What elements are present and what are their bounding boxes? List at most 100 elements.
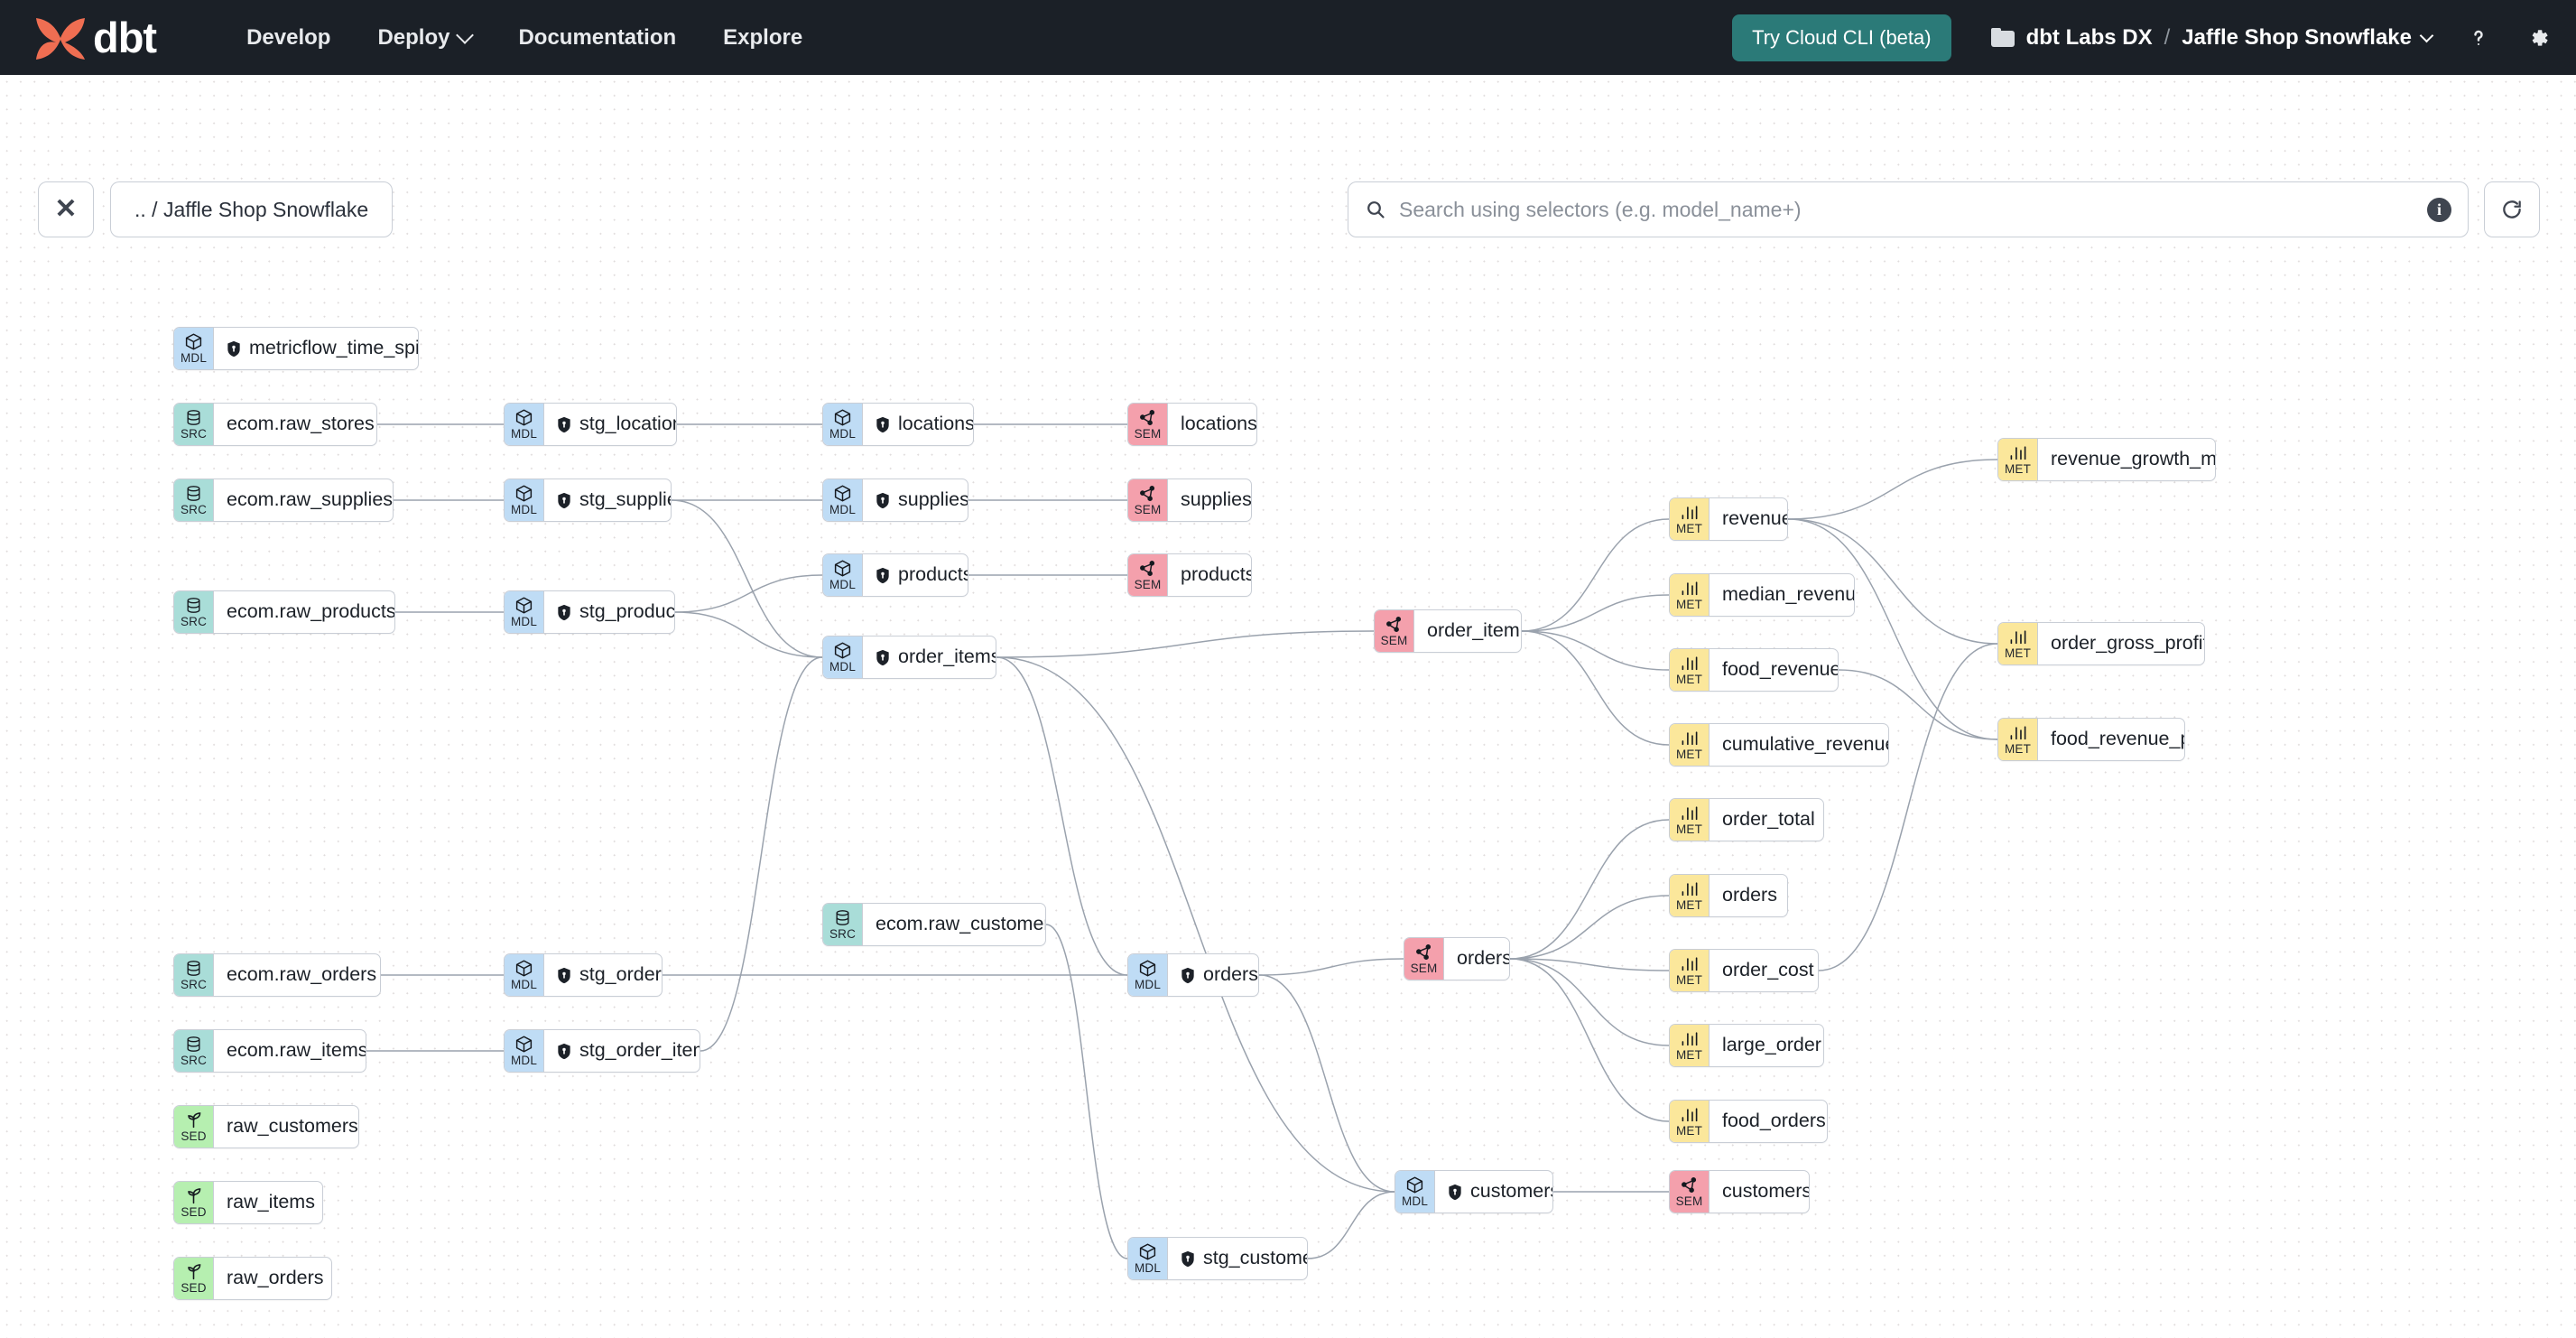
search-input[interactable]: Search using selectors (e.g. model_name+… (1399, 197, 1802, 221)
node-type-badge-mdl: MDL (1128, 1238, 1168, 1279)
node-body: cumulative_revenue (1710, 724, 1888, 766)
breadcrumb-path-pill[interactable]: .. / Jaffle Shop Snowflake (110, 181, 394, 237)
help-icon[interactable] (2466, 25, 2491, 51)
search-box[interactable]: Search using selectors (e.g. model_name+… (1348, 181, 2469, 237)
refresh-button[interactable] (2484, 181, 2540, 237)
node-label: ecom.raw_supplies (227, 488, 394, 511)
shield-icon (558, 1043, 570, 1059)
node-type-label: MET (1675, 1048, 1703, 1062)
node-body: raw_items (214, 1182, 322, 1223)
shield-icon (558, 967, 570, 983)
node-label: order_items (898, 646, 996, 668)
breadcrumb-path-label: .. / Jaffle Shop Snowflake (134, 197, 369, 221)
cube-icon (833, 641, 852, 660)
node-body: stg_supplies (544, 479, 671, 521)
node-label: locations (898, 413, 974, 435)
node-body: ecom.raw_supplies (214, 479, 394, 521)
shield-icon (876, 649, 889, 665)
node-label: raw_customers (227, 1115, 358, 1138)
lineage-edge (1521, 630, 1670, 746)
cube-icon (833, 408, 852, 427)
node-label: stg_orders (579, 963, 663, 986)
node-type-label: SEM (1134, 503, 1162, 516)
nav-link-explore[interactable]: Explore (723, 25, 802, 51)
breadcrumb-account[interactable]: dbt Labs DX (2025, 24, 2153, 50)
breadcrumb-separator: / (2164, 24, 2171, 50)
database-icon (185, 408, 202, 427)
node-label: products (1181, 563, 1252, 586)
nav-link-develop[interactable]: Develop (246, 25, 330, 51)
node-type-label: MET (2004, 462, 2032, 476)
node-type-label: SEM (1410, 962, 1438, 975)
graph-node-met_revenue_growth_mom[interactable]: MET revenue_growth_mom (1997, 438, 2216, 481)
node-type-badge-src: SRC (174, 404, 214, 445)
node-body: stg_customers (1168, 1238, 1307, 1279)
nav-link-deploy[interactable]: Deploy (377, 25, 475, 51)
node-body: stg_products (544, 591, 674, 633)
node-label: revenue_growth_mom (2051, 448, 2216, 470)
lineage-edge (1787, 518, 1998, 645)
lineage-edge (1045, 924, 1128, 1259)
close-button[interactable]: ✕ (38, 181, 94, 237)
nav-link-documentation[interactable]: Documentation (518, 25, 676, 51)
lineage-edge (1509, 895, 1670, 960)
sprout-icon (184, 1110, 203, 1129)
node-body: order_items (863, 636, 996, 678)
dbt-logo[interactable]: dbt (32, 14, 157, 61)
breadcrumb-project-selector[interactable]: Jaffle Shop Snowflake (2182, 25, 2434, 51)
node-body: order_total (1710, 799, 1823, 841)
database-icon (834, 908, 851, 927)
node-type-badge-met: MET (1670, 1025, 1710, 1066)
info-icon[interactable]: i (2427, 197, 2451, 222)
lineage-edge (1521, 594, 1670, 632)
lineage-graph-canvas[interactable]: MDLmetricflow_time_spineSRCecom.raw_stor… (0, 75, 2576, 1338)
shield-icon (558, 492, 570, 508)
node-type-badge-mdl: MDL (505, 404, 544, 445)
node-type-badge-mdl: MDL (505, 479, 544, 521)
nav-link-documentation-label: Documentation (518, 24, 677, 50)
gear-icon[interactable] (2525, 25, 2551, 51)
bar-chart-icon (1680, 579, 1700, 598)
cube-icon (184, 332, 203, 351)
try-cloud-cli-button[interactable]: Try Cloud CLI (beta) (1732, 14, 1951, 61)
